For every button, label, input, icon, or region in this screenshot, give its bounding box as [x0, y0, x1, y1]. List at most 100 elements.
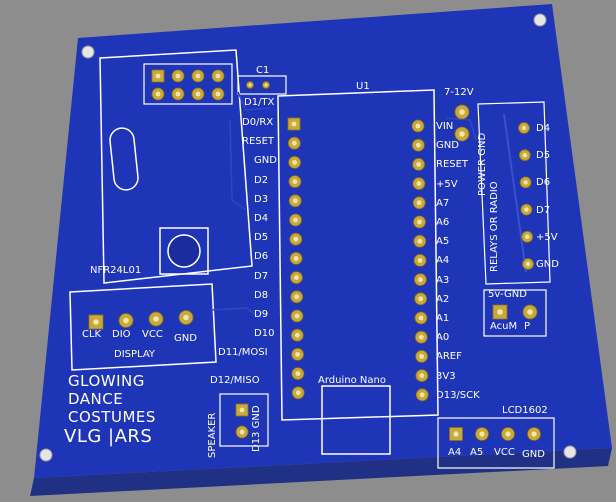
- nano-right-pad-hole: [418, 296, 424, 302]
- gnd-pad-hole: [459, 131, 465, 137]
- nano-right-pad-hole: [416, 181, 422, 187]
- nano-right-label-2: RESET: [436, 159, 469, 171]
- nrf-pad-hole: [215, 73, 221, 79]
- nano-left-label-7: D6: [254, 251, 269, 263]
- nano-right-pad-hole: [418, 334, 424, 340]
- display-pin-3: GND: [174, 333, 197, 344]
- nano-right-label-7: A4: [436, 255, 450, 267]
- antenna-box: [159, 227, 209, 275]
- nano-left-pad-hole: [293, 236, 299, 242]
- nano-right-label-6: A5: [436, 236, 450, 248]
- nano-left-label-0: D0/RX: [242, 117, 274, 128]
- relay-pad-hole: [524, 207, 529, 212]
- relay-pin-5: GND: [536, 259, 559, 270]
- acum-pad-hole: [527, 309, 533, 315]
- title-line-3: COSTUMES: [68, 408, 156, 426]
- nano-left-pad-hole: [295, 390, 301, 396]
- antenna-circle: [167, 234, 201, 268]
- copper-traces: [209, 91, 477, 319]
- nano-right-pad-hole: [416, 162, 421, 167]
- nrf-pad-hole: [155, 91, 161, 97]
- nano-right-label-8: A3: [436, 274, 450, 286]
- relay-pad-hole: [523, 180, 528, 185]
- title-line-1: GLOWING: [68, 372, 145, 390]
- nano-left-pad-hole: [294, 275, 299, 280]
- relay-pin-2: D6: [536, 177, 551, 189]
- nrf-pad-hole: [175, 91, 181, 97]
- nano-right-pad-hole: [415, 123, 421, 129]
- nrf-pad-hole: [195, 73, 201, 79]
- power-gnd-label: POWER GND: [477, 132, 488, 196]
- solder-pads: [88, 69, 541, 441]
- nano-left-pad-hole: [291, 121, 297, 127]
- nano-right-pad-hole: [417, 238, 423, 244]
- acum-outline: [483, 289, 547, 337]
- c1-outline: [237, 75, 287, 95]
- mounting-holes: [39, 13, 577, 462]
- nano-right-pad-hole: [415, 142, 421, 148]
- c1-pad-hole: [264, 83, 268, 87]
- relay-pin-1: D5: [536, 150, 551, 162]
- lcd-pad-hole: [453, 431, 459, 437]
- nano-right-label-1: GND: [436, 140, 459, 152]
- display-pad-hole: [123, 317, 129, 324]
- nano-left-pad-hole: [292, 160, 297, 165]
- nano-right-pad-hole: [418, 315, 424, 321]
- lcd-pin-3: GND: [522, 449, 545, 460]
- display-pad-hole: [93, 319, 99, 325]
- relay-pad-hole: [522, 153, 527, 158]
- nano-left-pad-hole: [292, 198, 298, 204]
- nano-left-pad-hole: [291, 140, 297, 146]
- lcd-pin-1: A5: [470, 447, 484, 458]
- nano-right-label-11: A0: [436, 332, 450, 344]
- vin-pad-hole: [459, 109, 465, 115]
- nano-right-label-13: 3V3: [436, 370, 456, 382]
- fivev-gnd-label: 5v-GND: [488, 289, 527, 300]
- vin-range-label: 7-12V: [444, 87, 474, 98]
- nano-right-label-3: +5V: [436, 178, 458, 190]
- lcd-label: LCD1602: [502, 405, 548, 416]
- nano-left-pad-hole: [293, 256, 299, 261]
- nrf-pad-hole: [195, 91, 201, 97]
- relays-outline: [477, 101, 551, 285]
- nano-right-label-0: VIN: [436, 121, 454, 132]
- nrf-pad-hole: [175, 73, 181, 79]
- relay-pad-hole: [525, 234, 530, 239]
- nano-left-pad-hole: [295, 352, 300, 357]
- nano-left-label-12: D11/MOSI: [218, 347, 268, 359]
- speaker-label: SPEAKER: [207, 412, 218, 458]
- display-pin-1: DIO: [112, 329, 131, 340]
- nano-left-label-10: D9: [254, 309, 269, 320]
- nrf-label: NFR24L01: [90, 265, 142, 276]
- lcd-pad-hole: [531, 431, 537, 437]
- nano-left-label-5: D4: [254, 213, 269, 224]
- nano-right-pad-hole: [417, 258, 423, 263]
- nano-left-label-9: D8: [254, 289, 269, 301]
- nano-right-pad-hole: [419, 392, 425, 398]
- nano-left-label-3: D2: [254, 174, 269, 186]
- usb-outline: [321, 385, 391, 455]
- relay-pad-hole: [521, 125, 527, 131]
- display-pad-hole: [183, 314, 189, 321]
- nano-left-label-1: RESET: [242, 136, 275, 148]
- u1-label: U1: [356, 81, 370, 92]
- c1-pad-hole: [248, 83, 252, 87]
- nano-right-label-10: A1: [436, 313, 450, 324]
- crystal-outline: [109, 127, 139, 191]
- acum-pad-hole: [497, 309, 503, 315]
- lcd-outline: [437, 417, 555, 469]
- nrf-pad-hole: [155, 73, 161, 79]
- nano-left-pad-hole: [295, 371, 301, 376]
- pcb-edge-shadow: [30, 448, 612, 496]
- relay-trace: [503, 113, 527, 273]
- nano-left-pad-hole: [292, 179, 298, 185]
- lcd-pin-0: A4: [448, 447, 462, 458]
- nano-right-pad-hole: [419, 354, 424, 359]
- display-pin-2: VCC: [142, 329, 163, 340]
- nano-right-label-14: D13/SCK: [436, 389, 480, 401]
- speaker-outline: [219, 393, 269, 447]
- nano-left-label-8: D7: [254, 270, 269, 282]
- nano-right-label-4: A7: [436, 197, 450, 209]
- nano-left-label-6: D5: [254, 232, 269, 244]
